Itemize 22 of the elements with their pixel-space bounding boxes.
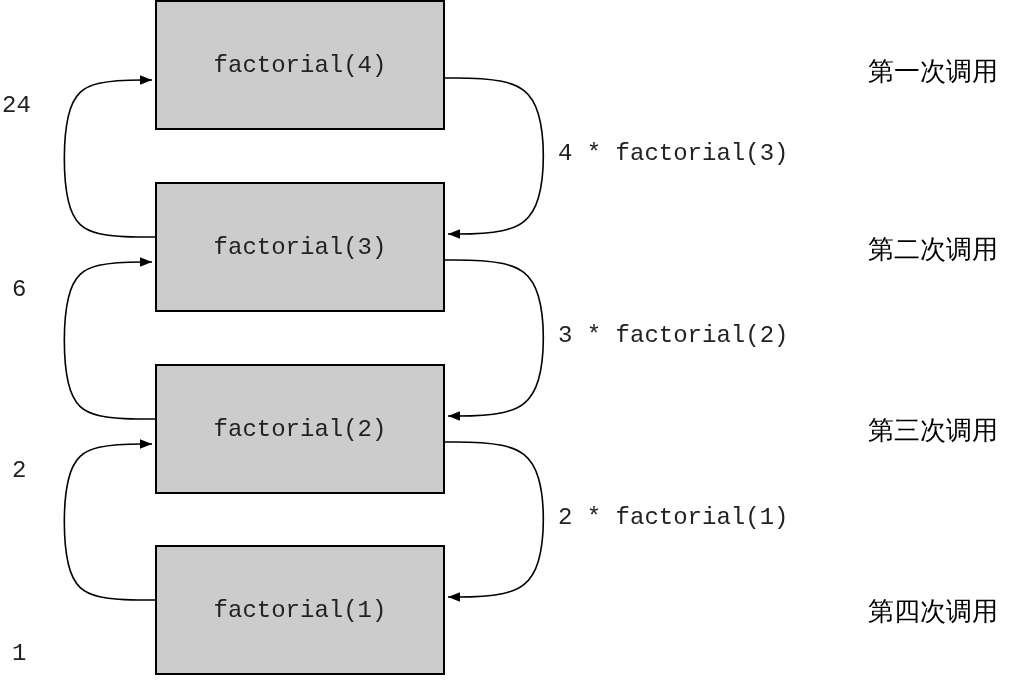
call-order-text: 第一次调用: [868, 55, 998, 88]
process-box: [155, 0, 445, 130]
arrow: [63, 257, 156, 420]
call-order-text: 第四次调用: [868, 595, 998, 628]
function-call-text: factorial(3): [213, 233, 387, 261]
call-order-text: 第三次调用: [868, 414, 998, 447]
call-order-text: 第二次调用: [868, 233, 998, 266]
arrow: [63, 75, 156, 238]
function-call-text: factorial(2): [213, 415, 387, 443]
process-box: [155, 364, 445, 494]
arrow: [444, 259, 545, 421]
return-value: 24: [2, 92, 31, 119]
arrow: [63, 439, 156, 601]
function-call-text: factorial(1): [213, 596, 387, 624]
process-box: [155, 545, 445, 675]
return-value: 1: [12, 640, 27, 667]
function-call-text: factorial(4): [213, 51, 387, 79]
return-value: 2: [12, 457, 27, 484]
arrow: [444, 77, 545, 239]
process-box: [155, 182, 445, 312]
return-value: 6: [12, 276, 27, 303]
arrow: [444, 441, 545, 602]
